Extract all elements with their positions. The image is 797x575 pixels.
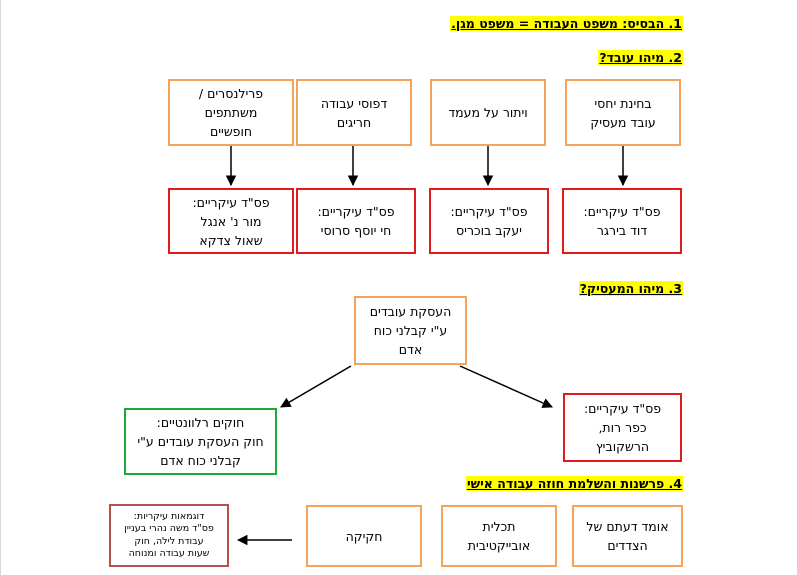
page-edge [0,0,1,575]
heading-section-2: 2. מיהו עובד? [598,50,683,65]
ruling-box-birger: פס"ד עיקריים: דוד בירגר [562,188,682,254]
interpretation-box-objective-purpose: תכלית אובייקטיבית [441,505,557,567]
interpretation-box-legislation: חקיקה [306,505,422,567]
ruling-box-buchris: פס"ד עיקריים: יעקב בוכריס [429,188,549,254]
arrow-center-to-ruling [459,365,553,408]
laws-box-manpower: חוקים רלוונטיים: חוק העסקת עובדים ע"י קב… [124,408,277,475]
ruling-box-kfar-ruth: פס"ד עיקריים: כפר רות, הרשקוביץ [563,393,682,462]
heading-section-3: 3. מיהו המעסיק? [578,281,683,296]
heading-section-4: 4. פרשנות והשלמת חוזה עבודה אישי [465,476,683,491]
arrow-center-to-laws [280,365,352,408]
ruling-box-srousi: פס"ד עיקריים: חי יוסף סרוסי [296,188,416,254]
test-box-waiver-status: ויתור על מעמד [430,79,546,146]
center-box-manpower-contractors: העסקת עובדים ע"י קבלני כוח אדם [354,296,467,365]
test-box-employer-relation: בחינת יחסי עובד מעסיק [565,79,681,146]
heading-section-1: 1. הבסיס: משפט העבודה = משפט מגן. [450,16,683,31]
test-box-irregular-patterns: דפוסי עבודה חריגים [296,79,412,146]
ruling-box-engel: פס"ד עיקריים: מור נ' אנגל שאול צדקא [168,188,294,254]
examples-box: דוגמאות עיקריות: פס"ד משה נהרי בעניין עב… [109,504,229,567]
interpretation-box-intent: אומד דעתם של הצדדים [572,505,683,567]
test-box-freelancers: פרילנסרים / משתתפים חופשיים [168,79,294,146]
